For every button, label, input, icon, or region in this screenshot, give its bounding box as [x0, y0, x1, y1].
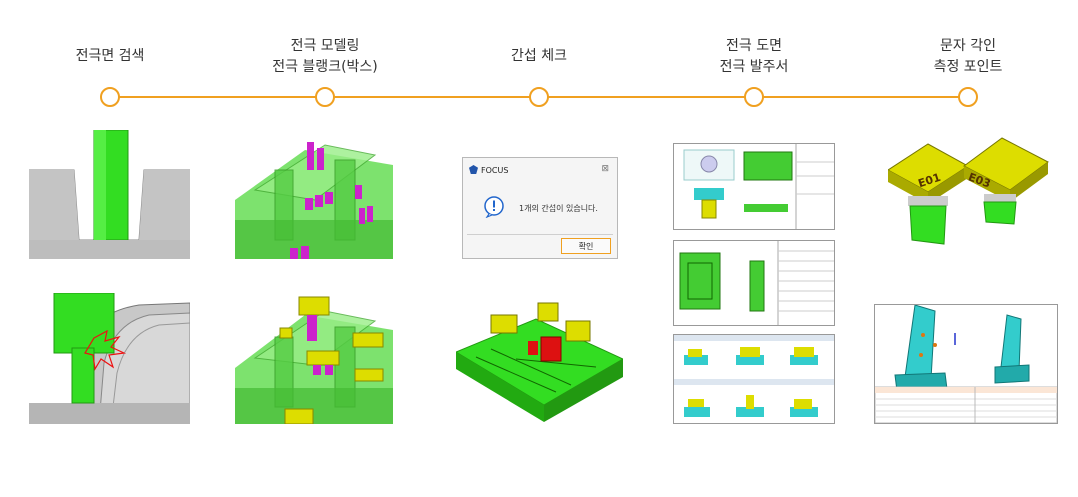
step-label-4: 전극 도면 전극 발주서 — [674, 36, 834, 78]
step-label-2: 전극 모델링 전극 블랭크(박스) — [245, 36, 405, 78]
surface-search-image-bottom — [29, 293, 190, 424]
step-1-title: 전극면 검색 — [75, 48, 145, 64]
step-5-title: 문자 각인 — [940, 38, 996, 54]
electrode-detail-sheet — [673, 240, 835, 326]
ok-button[interactable]: 확인 — [561, 238, 611, 254]
timeline-dot-3 — [529, 87, 549, 107]
electrode-drawing-sheet — [673, 143, 835, 230]
dialog-message: 1개의 간섭이 있습니다. — [519, 204, 598, 213]
step-label-1: 전극면 검색 — [30, 36, 190, 67]
timeline-dot-1 — [100, 87, 120, 107]
electrode-modeling-image — [235, 130, 393, 259]
step-4-title: 전극 도면 — [726, 38, 782, 54]
timeline-dot-4 — [744, 87, 764, 107]
interference-dialog: FOCUS ⊠ 1개의 간섭이 있습니다. 확인 — [462, 157, 618, 259]
timeline-dot-2 — [315, 87, 335, 107]
engraving-image: E01 E03 — [888, 136, 1050, 254]
timeline-dot-5 — [958, 87, 978, 107]
electrode-blank-image — [235, 293, 393, 424]
focus-logo-icon — [469, 165, 478, 174]
info-icon — [484, 196, 504, 218]
electrode-order-sheet — [673, 334, 835, 424]
step-5-subtitle: 측정 포인트 — [933, 59, 1003, 75]
dialog-divider — [467, 234, 613, 235]
dialog-close-icon[interactable]: ⊠ — [601, 164, 609, 174]
step-4-subtitle: 전극 발주서 — [719, 59, 789, 75]
step-label-5: 문자 각인 측정 포인트 — [888, 36, 1048, 78]
interference-model-image — [456, 297, 623, 424]
step-label-3: 간섭 체크 — [459, 36, 619, 67]
step-3-title: 간섭 체크 — [511, 48, 567, 64]
step-2-title: 전극 모델링 — [290, 38, 360, 54]
measurement-point-sheet — [874, 304, 1058, 424]
dialog-title: FOCUS — [481, 166, 509, 175]
step-2-subtitle: 전극 블랭크(박스) — [272, 59, 378, 75]
surface-search-image-top — [29, 130, 190, 259]
